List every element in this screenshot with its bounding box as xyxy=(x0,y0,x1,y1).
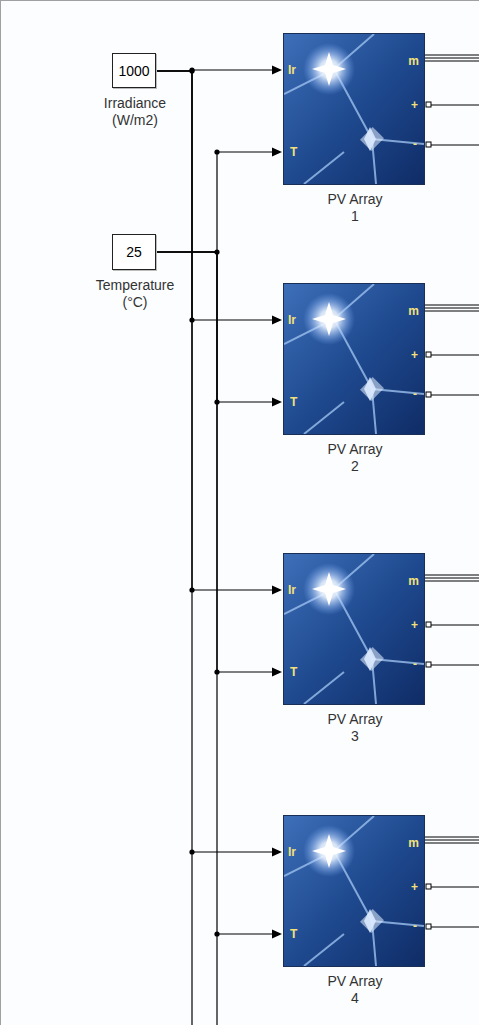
block-label: Temperature (°C) xyxy=(95,277,175,311)
output-port-label: + xyxy=(411,618,418,632)
pv-array-block: IrTm+-PV Array 1 xyxy=(283,33,425,185)
output-port-label: m xyxy=(408,574,419,588)
constant-block: 25Temperature (°C) xyxy=(112,234,156,270)
block-label: PV Array 1 xyxy=(324,191,386,225)
block-label: PV Array 2 xyxy=(324,441,386,475)
constant-value: 1000 xyxy=(113,63,155,79)
solar-cell-icon xyxy=(284,816,424,966)
input-port-label: Ir xyxy=(288,845,296,859)
output-port-label: - xyxy=(413,919,417,933)
output-port-label: - xyxy=(413,657,417,671)
output-port-label: m xyxy=(408,54,419,68)
input-port-label: T xyxy=(290,145,297,159)
signal-line xyxy=(156,252,282,407)
branch-point xyxy=(214,931,219,936)
input-port-label: T xyxy=(290,927,297,941)
input-port-label: Ir xyxy=(288,313,296,327)
output-port-label: - xyxy=(413,387,417,401)
block-label: PV Array 3 xyxy=(324,711,386,745)
output-port-label: + xyxy=(411,880,418,894)
input-port-label: T xyxy=(290,395,297,409)
signal-line xyxy=(156,71,282,325)
port-terminals xyxy=(426,102,431,929)
output-port-label: - xyxy=(413,137,417,151)
solar-cell-icon xyxy=(284,554,424,704)
signal-line xyxy=(156,252,282,939)
input-port-label: Ir xyxy=(288,583,296,597)
pv-array-block: IrTm+-PV Array 3 xyxy=(283,553,425,705)
output-port-label: + xyxy=(411,98,418,112)
output-wires xyxy=(425,55,479,927)
branch-point xyxy=(189,849,194,854)
solar-cell-icon xyxy=(284,284,424,434)
pv-array-block: IrTm+-PV Array 4 xyxy=(283,815,425,967)
branch-point xyxy=(214,149,219,154)
solar-cell-icon xyxy=(284,34,424,184)
constant-block: 1000Irradiance (W/m2) xyxy=(112,53,156,88)
signal-line xyxy=(156,71,282,595)
input-port-label: Ir xyxy=(288,63,296,77)
signal-line xyxy=(156,71,282,857)
output-port-label: + xyxy=(411,348,418,362)
constant-value: 25 xyxy=(113,244,155,260)
signal-line xyxy=(156,66,282,75)
input-port-label: T xyxy=(290,665,297,679)
output-port-label: m xyxy=(408,304,419,318)
block-label: PV Array 4 xyxy=(324,973,386,1007)
signal-line xyxy=(156,148,282,253)
signal-line xyxy=(156,252,282,677)
pv-array-block: IrTm+-PV Array 2 xyxy=(283,283,425,435)
output-port-label: m xyxy=(408,836,419,850)
block-label: Irradiance (W/m2) xyxy=(95,95,175,129)
